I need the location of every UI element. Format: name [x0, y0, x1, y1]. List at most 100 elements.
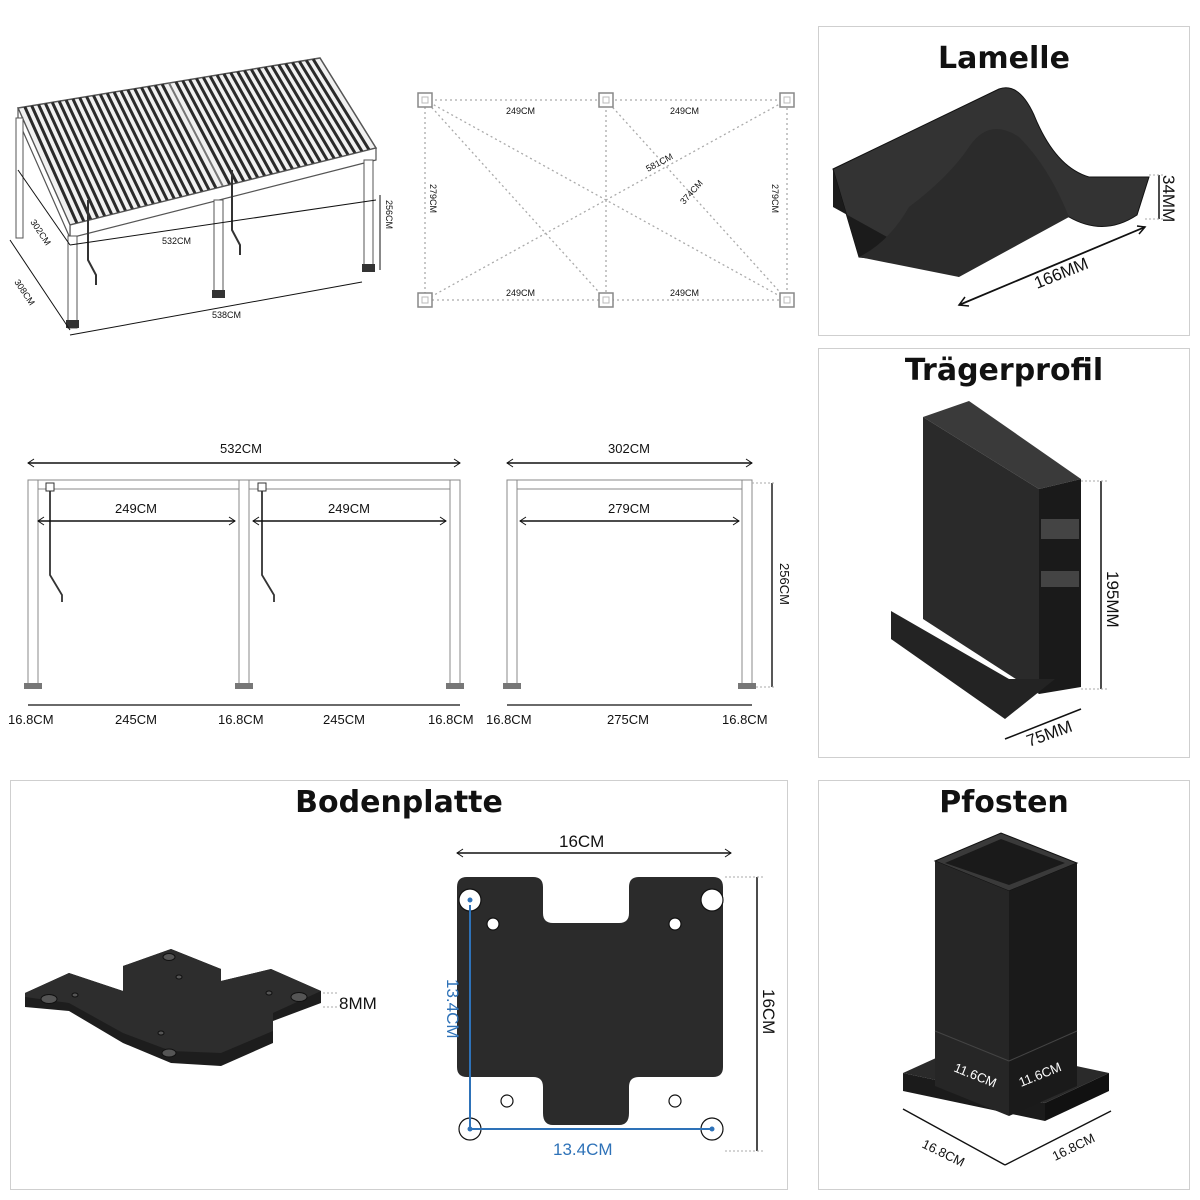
- bottom-left-span: 249CM: [506, 288, 535, 298]
- roof-louver: [160, 83, 218, 189]
- roof-louver: [112, 91, 169, 202]
- pfosten-base-left: 16.8CM: [920, 1136, 967, 1169]
- front-post-right: [449, 479, 461, 686]
- roof-louver: [229, 72, 287, 172]
- crank-left: [87, 200, 97, 285]
- roof-louver: [71, 98, 127, 212]
- side-inner: 279CM: [608, 501, 650, 516]
- dim-line-302: [17, 169, 71, 246]
- profile-flange: [891, 611, 1055, 719]
- front-post-mid: [238, 479, 250, 686]
- roof-louver: [298, 60, 357, 155]
- roof-louver: [64, 99, 121, 214]
- roof-louver: [195, 77, 253, 181]
- lamelle-height: 34MM: [1159, 175, 1178, 222]
- front-post-right-dim: 16.8CM: [428, 712, 474, 727]
- iso-width-outer: 538CM: [212, 310, 241, 320]
- post-front-right: [363, 159, 374, 271]
- traegerprofil-height: 195MM: [1103, 571, 1122, 628]
- roof-louver: [105, 92, 162, 203]
- side-height: 256CM: [777, 563, 792, 605]
- isometric-pergola-view: 302CM 532CM 308CM 538CM 256CM: [9, 57, 394, 336]
- top-view-diagonal-4: [605, 99, 788, 301]
- pfosten-base-right: 16.8CM: [1050, 1130, 1097, 1163]
- right-depth: 279CM: [770, 184, 780, 213]
- iso-height: 256CM: [384, 200, 394, 229]
- dim-line-308: [9, 239, 71, 331]
- top-view-diagonal-2: [424, 99, 788, 301]
- traegerprofil-title: Trägerprofil: [904, 353, 1104, 388]
- side-post-left: [506, 479, 518, 686]
- roof-louver: [174, 81, 232, 186]
- front-overall-width: 532CM: [220, 441, 262, 456]
- front-gap-right: 245CM: [323, 712, 365, 727]
- pfosten-post-front: [935, 861, 1009, 1116]
- roof-louver: [208, 75, 267, 177]
- bodenplatte-panel: Bodenplatte 8MM 13.4CM 13.4CM: [10, 780, 788, 1190]
- corner-post-tm: [598, 92, 614, 108]
- bodenplatte-drawing: 8MM 13.4CM 13.4CM 16CM 16CM: [25, 832, 778, 1159]
- roof-louver: [140, 86, 197, 195]
- roof-louver: [50, 101, 107, 217]
- bodenplatte-thickness: 8MM: [339, 994, 377, 1013]
- front-gap-left: 245CM: [115, 712, 157, 727]
- bodenplatte-title: Bodenplatte: [295, 785, 503, 820]
- front-crank-right: [261, 491, 275, 602]
- side-post-right-dim: 16.8CM: [722, 712, 768, 727]
- side-overall-width: 302CM: [608, 441, 650, 456]
- bodenplatte-iso: [25, 949, 321, 1066]
- roof-louver: [263, 66, 322, 163]
- top-view-diagram: 249CM 249CM 249CM 249CM 279CM 279CM 581C…: [417, 92, 795, 308]
- roof-louver: [119, 90, 176, 200]
- crank-right: [231, 170, 241, 255]
- top-left-span: 249CM: [506, 106, 535, 116]
- roof-louver: [270, 65, 329, 162]
- lamelle-front-face: [833, 169, 959, 277]
- roof-louver: [133, 88, 190, 196]
- post-front-left: [67, 235, 78, 329]
- post-front-mid: [213, 199, 224, 297]
- front-crank-left: [49, 491, 63, 602]
- bodenplatte-height: 16CM: [759, 989, 778, 1034]
- roof-louver: [30, 105, 86, 223]
- lamelle-title: Lamelle: [938, 41, 1070, 76]
- corner-post-br: [779, 292, 795, 308]
- iso-depth-bottom: 308CM: [12, 278, 37, 308]
- roof-louver: [181, 80, 239, 184]
- iso-width-inner: 532CM: [162, 236, 191, 246]
- post-base-3: [362, 264, 375, 272]
- corner-post-bl: [417, 292, 433, 308]
- roof-louver: [99, 93, 155, 205]
- pfosten-title: Pfosten: [939, 785, 1069, 820]
- pfosten-panel: Pfosten 11.6CM 11.6CM 16.8CM 16.8CM: [818, 780, 1190, 1190]
- side-post-left-dim: 16.8CM: [486, 712, 532, 727]
- roof-louver: [291, 61, 350, 156]
- top-view-diagonal-3: [424, 99, 607, 301]
- roof-louver: [311, 58, 371, 151]
- roof-louver: [147, 85, 204, 193]
- roof-louver: [188, 78, 246, 182]
- lamelle-profile-drawing: 34MM 166MM: [832, 87, 1178, 307]
- roof-louver: [201, 76, 260, 179]
- roof-louver: [44, 102, 100, 219]
- side-post-right: [741, 479, 753, 686]
- front-post-left-dim: 16.8CM: [8, 712, 54, 727]
- bodenplatte-width: 16CM: [559, 832, 604, 851]
- top-right-span: 249CM: [670, 106, 699, 116]
- bodenplatte-flat: [457, 877, 723, 1125]
- post-base-1: [66, 320, 79, 328]
- roof-louver: [126, 89, 183, 198]
- corner-post-tl: [417, 92, 433, 108]
- roof-louver: [153, 84, 211, 191]
- front-view-diagram: 532CM 249CM 249CM 16.8CM 245CM 16.8CM 24…: [8, 441, 474, 727]
- roof-louver: [250, 68, 308, 167]
- roof-louver: [78, 97, 134, 210]
- roof-louver: [222, 73, 280, 174]
- side-top-beam: [506, 479, 753, 490]
- roof-louvers: [23, 58, 371, 224]
- profile-top: [923, 401, 1081, 489]
- diagonal-short: 374CM: [678, 178, 705, 206]
- roof-louver: [37, 103, 93, 221]
- profile-front: [923, 417, 1039, 694]
- roof-louver: [243, 69, 301, 168]
